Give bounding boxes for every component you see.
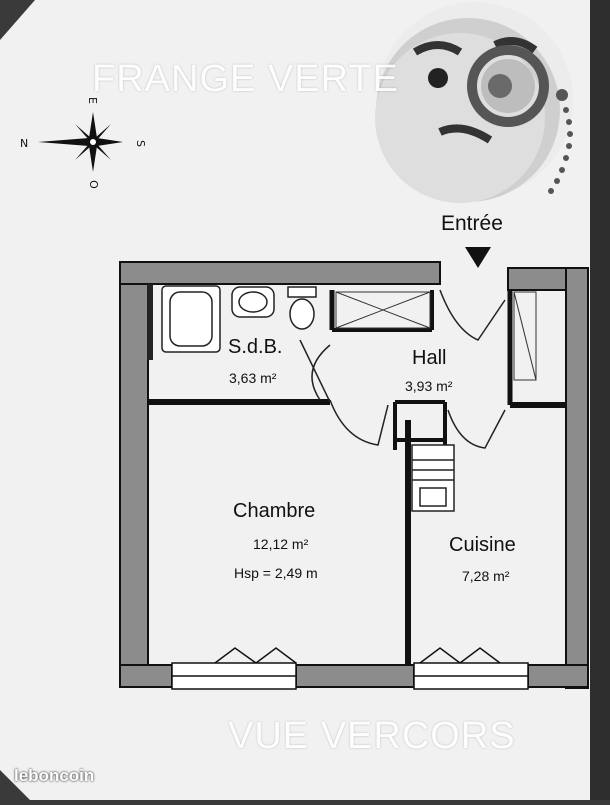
bathroom-fixtures [147, 284, 317, 360]
watermark-bottom: VUE VERCORS [228, 715, 516, 757]
entrance-label: Entrée [441, 212, 503, 235]
sdb-name: S.d.B. [228, 336, 283, 358]
chambre-area: 12,12 m² [253, 536, 309, 552]
compass-e-label: E [85, 97, 99, 104]
toilet-icon [287, 286, 317, 298]
chambre-height: Hsp = 2,49 m [234, 565, 318, 581]
door-swings [299, 289, 506, 449]
compass-n-label: N [20, 137, 29, 150]
kitchen-counter [411, 444, 455, 512]
cuisine-name: Cuisine [449, 534, 516, 556]
compass-o-label: O [86, 180, 100, 189]
windows [171, 647, 529, 690]
hall-name: Hall [412, 347, 447, 369]
hall-area: 3,93 m² [405, 378, 453, 394]
compass-s-label: S [133, 140, 147, 147]
paper-edge-shadow [590, 0, 610, 800]
sdb-area: 3,63 m² [229, 370, 277, 386]
interior-walls [148, 290, 566, 665]
monocle-emoji-icon [375, 2, 573, 203]
bathtub-icon [161, 285, 221, 353]
closets [335, 291, 537, 381]
cuisine-area: 7,28 m² [462, 568, 510, 584]
brand-logo: leboncoin [14, 766, 95, 785]
chambre-name: Chambre [233, 500, 316, 522]
watermark-top: FRANGE VERTE [92, 58, 399, 100]
compass-rose-icon [38, 112, 123, 172]
entrance-arrow-icon [465, 247, 491, 268]
